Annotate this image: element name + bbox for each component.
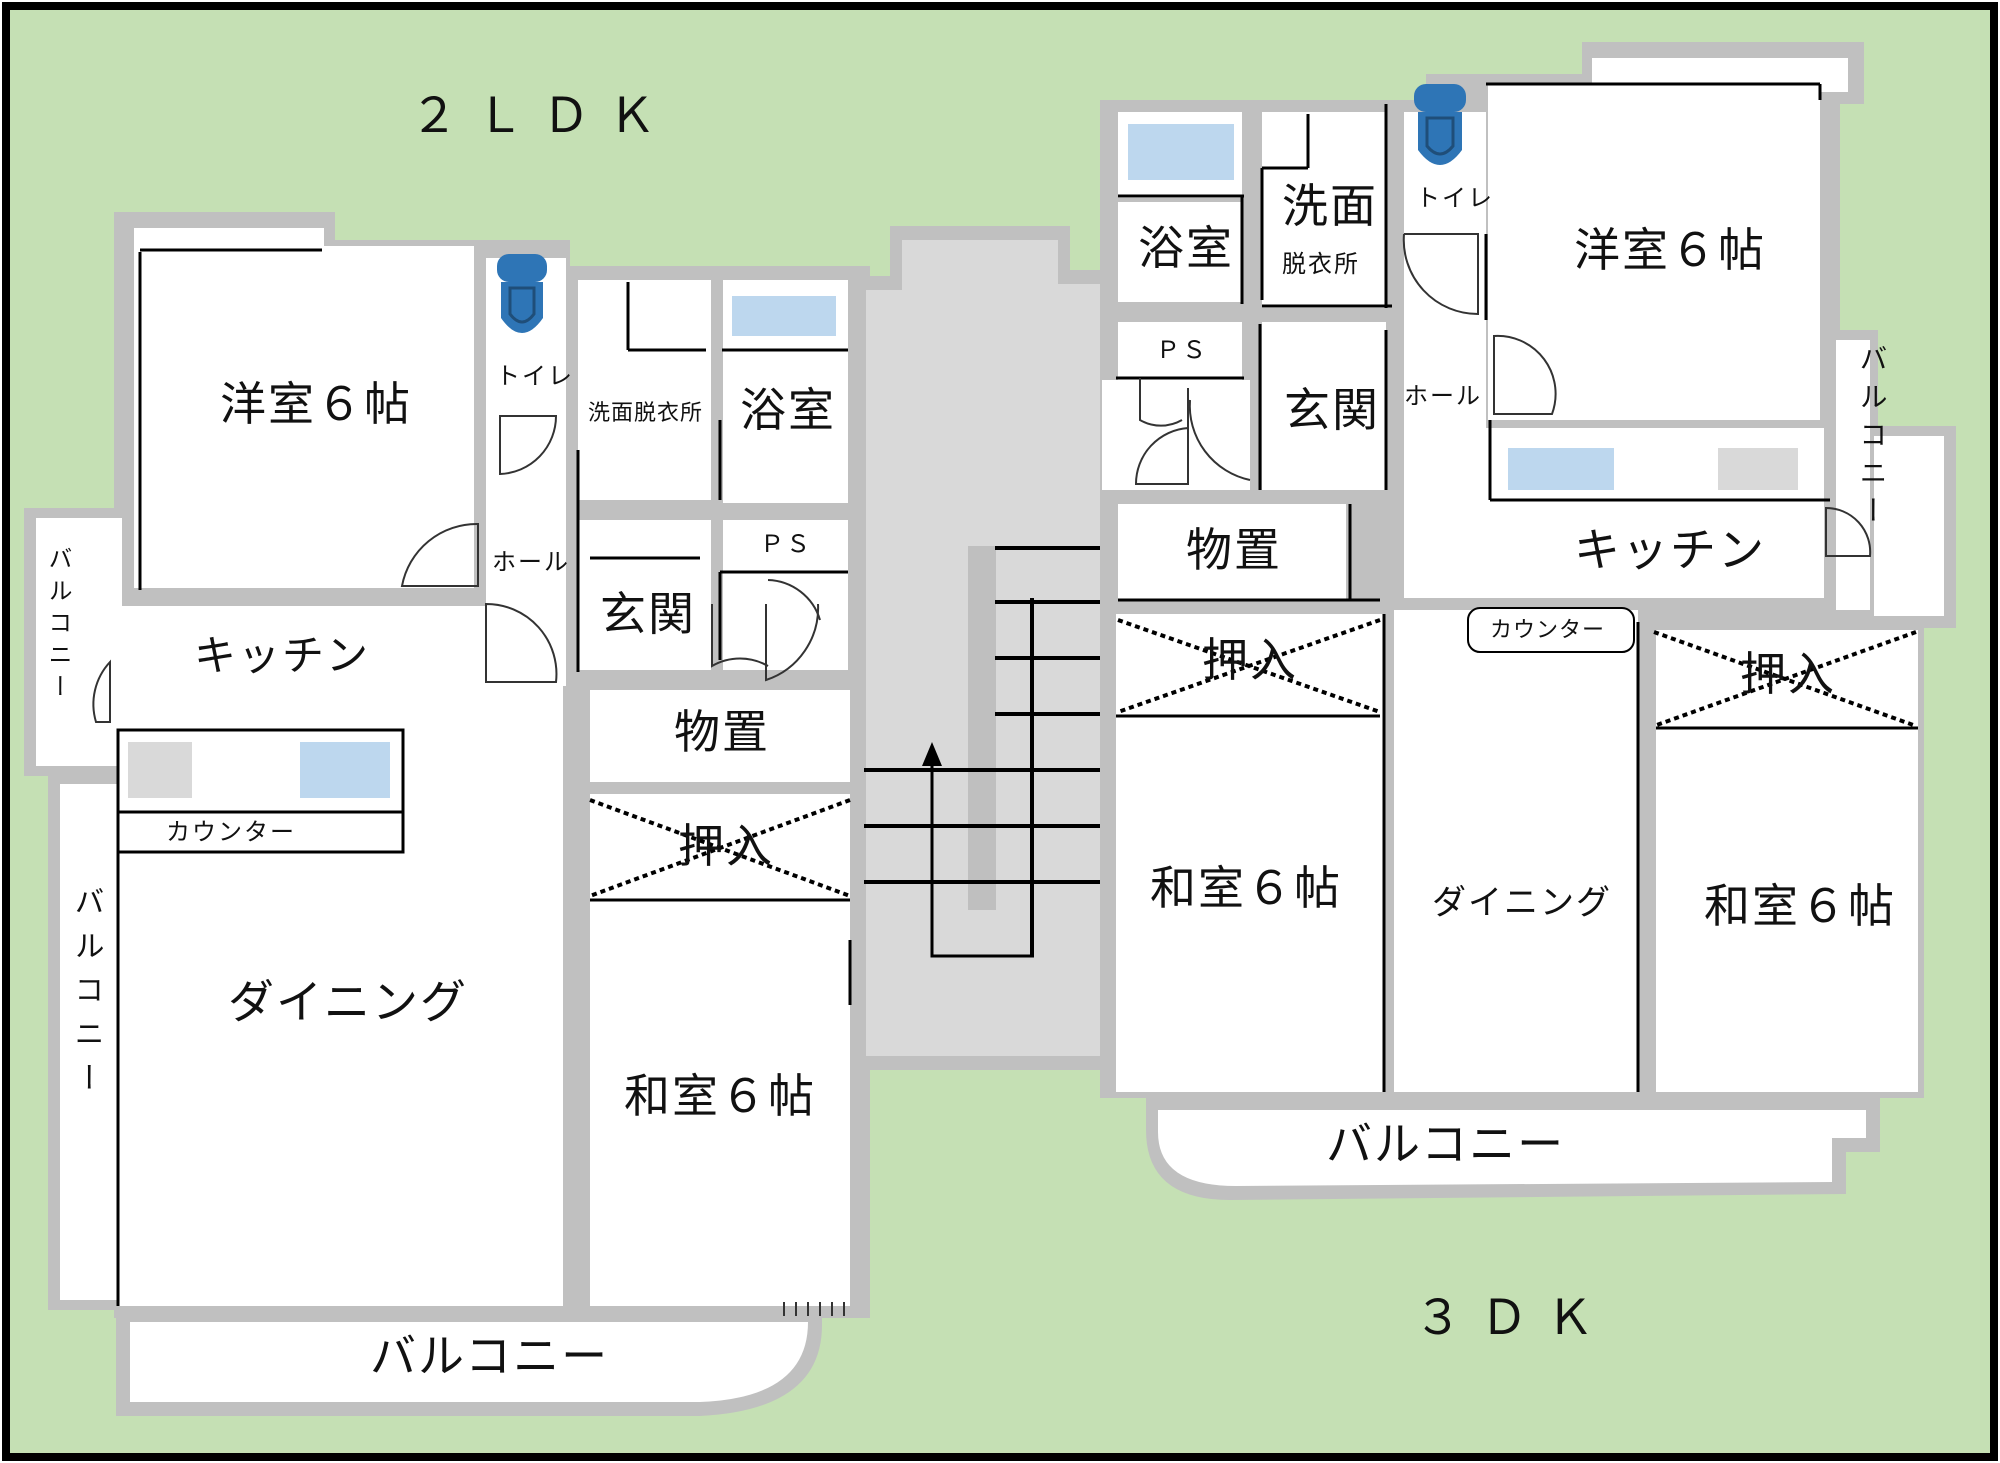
unit-3dk-japanese-room-left-label: 和室６帖 bbox=[1150, 861, 1342, 915]
unit-2ldk bbox=[24, 212, 870, 1416]
unit-3dk-closet-left-label: 押入 bbox=[1202, 633, 1298, 687]
unit-2ldk-washroom-label: 洗面脱衣所 bbox=[588, 401, 703, 426]
door-balcony-left bbox=[92, 659, 111, 723]
unit-2ldk-balcony-bottom-label: バルコニー bbox=[370, 1329, 609, 1383]
unit-3dk-japanese-room-right-label: 和室６帖 bbox=[1704, 879, 1896, 933]
unit-2ldk-doors bbox=[92, 415, 821, 723]
unit-2ldk-balcony-left-small-label: バルコニー bbox=[44, 546, 72, 706]
unit-3dk-closet-x bbox=[1117, 618, 1917, 728]
unit-3dk-western-room-label: 洋室６帖 bbox=[1574, 223, 1766, 277]
unit-3dk-ps-label: ＰＳ bbox=[1156, 336, 1208, 364]
unit-3dk-storage-label: 物置 bbox=[1186, 523, 1282, 577]
unit-3dk-balcony-bottom-label: バルコニー bbox=[1326, 1117, 1565, 1171]
door-entrance-2 bbox=[765, 603, 820, 682]
unit-3dk bbox=[1100, 42, 1956, 1200]
door-entrance bbox=[711, 604, 769, 668]
unit-3dk-fixtures bbox=[1128, 84, 1798, 653]
unit-3dk-washroom-top-label: 洗面 bbox=[1282, 179, 1378, 233]
stair-center-wall bbox=[968, 546, 996, 910]
unit-2ldk-storage-label: 物置 bbox=[674, 705, 770, 759]
staircase bbox=[862, 226, 1106, 1070]
unit-2ldk-japanese-room-label: 和室６帖 bbox=[624, 1069, 816, 1123]
unit-3dk-dining-label: ダイニング bbox=[1432, 883, 1612, 923]
unit-3dk-washroom-bottom-label: 脱衣所 bbox=[1282, 250, 1360, 278]
unit-2ldk-toilet-label: トイレ bbox=[496, 362, 574, 390]
unit-2ldk-fixtures bbox=[128, 254, 836, 798]
counter-box bbox=[1467, 607, 1635, 653]
unit-2ldk-vents bbox=[783, 1302, 845, 1316]
door-toilet bbox=[499, 415, 558, 476]
unit-3dk-type-label: ３ＤＫ bbox=[1414, 1290, 1612, 1346]
unit-2ldk-hall-label: ホール bbox=[492, 548, 570, 576]
stair-direction-arrow bbox=[922, 742, 1034, 958]
unit-2ldk-type-label: ２ＬＤＫ bbox=[410, 88, 674, 144]
door-western-room bbox=[1493, 334, 1557, 415]
bathtub bbox=[1128, 124, 1234, 180]
unit-3dk-closet-right-label: 押入 bbox=[1740, 647, 1836, 701]
unit-2ldk-closet-x bbox=[589, 798, 851, 898]
unit-2ldk-kitchen-label: キッチン bbox=[194, 631, 370, 680]
unit-3dk-bathroom-label: 浴室 bbox=[1138, 221, 1234, 275]
unit-2ldk-counter-label: カウンター bbox=[166, 818, 296, 846]
kitchen-stove bbox=[128, 742, 192, 798]
door-entrance-2 bbox=[1134, 388, 1189, 485]
unit-3dk-lines bbox=[1116, 82, 1918, 1092]
door-toilet bbox=[1402, 233, 1479, 316]
bathtub bbox=[732, 296, 836, 336]
kitchen-stove bbox=[1718, 448, 1798, 490]
unit-2ldk-bathroom-label: 浴室 bbox=[740, 383, 836, 437]
unit-2ldk-closet-label: 押入 bbox=[678, 819, 774, 873]
door-western-room bbox=[400, 522, 479, 587]
kitchen-sink bbox=[300, 742, 390, 798]
unit-3dk-balcony-right-label: バルコニー bbox=[1856, 344, 1889, 534]
unit-3dk-counter-label: カウンター bbox=[1490, 618, 1605, 643]
toilet-icon bbox=[1414, 84, 1466, 165]
labels: ２ＬＤＫ 洋室６帖 トイレ 洗面脱衣所 浴室 ホール ＰＳ 玄関 キッチン カウ… bbox=[44, 88, 1896, 1383]
door-balcony bbox=[1825, 506, 1872, 557]
unit-3dk-hall-label: ホール bbox=[1404, 382, 1482, 410]
unit-2ldk-lines bbox=[116, 248, 852, 1306]
unit-2ldk-floors bbox=[36, 228, 850, 1402]
unit-3dk-entrance-label: 玄関 bbox=[1284, 383, 1380, 437]
unit-2ldk-balcony-left-long-label: バルコニー bbox=[69, 886, 104, 1106]
door-ps bbox=[767, 579, 821, 621]
door-dining bbox=[485, 602, 558, 683]
door-ps bbox=[1188, 399, 1251, 481]
stair-steps bbox=[864, 546, 1104, 956]
unit-2ldk-entrance-label: 玄関 bbox=[600, 587, 696, 641]
unit-3dk-toilet-label: トイレ bbox=[1416, 184, 1494, 212]
kitchen-sink bbox=[1508, 448, 1614, 490]
unit-3dk-kitchen-label: キッチン bbox=[1574, 523, 1766, 577]
door-entrance bbox=[1139, 378, 1183, 427]
toilet-icon bbox=[497, 254, 547, 333]
unit-2ldk-dining-label: ダイニング bbox=[228, 975, 468, 1029]
unit-2ldk-ps-label: ＰＳ bbox=[760, 530, 812, 558]
unit-2ldk-western-room-label: 洋室６帖 bbox=[220, 377, 412, 431]
unit-3dk-doors bbox=[1134, 233, 1872, 557]
